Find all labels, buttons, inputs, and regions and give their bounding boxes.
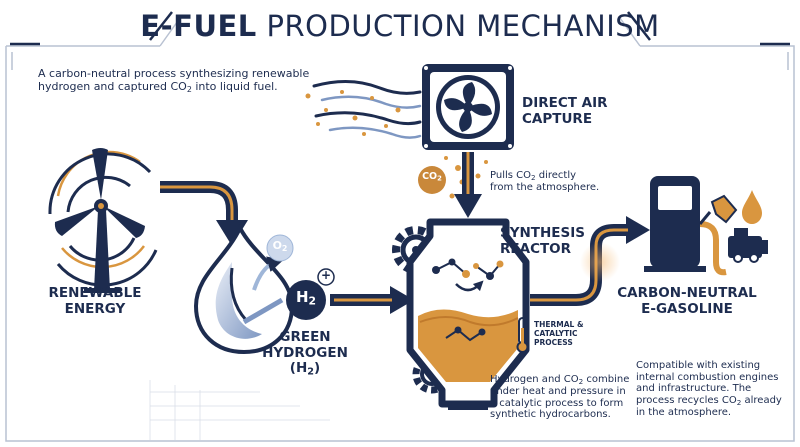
page-title: E-FUEL PRODUCTION MECHANISM: [0, 9, 800, 43]
green-hydrogen-label: GREEN HYDROGEN (H2): [262, 329, 348, 378]
oil-drop-icon: [742, 190, 762, 224]
grid-decoration: [149, 380, 330, 440]
co2-badge: CO2: [422, 171, 442, 183]
engine-icon: [728, 228, 768, 263]
hydrogen-formula: H2: [295, 288, 317, 308]
synthesis-reactor-label: SYNTHESIS REACTOR: [500, 225, 585, 257]
intro-line-2: hydrogen and captured CO2 into liquid fu…: [38, 79, 278, 94]
oxygen-formula: O2: [272, 239, 288, 253]
thermal-catalytic-label: THERMAL & CATALYTIC PROCESS: [534, 320, 584, 347]
wind-turbine-icon: [48, 148, 158, 293]
arrow-dac-to-reactor: [454, 152, 482, 218]
frame: [5, 17, 795, 442]
renewable-energy-label: RENEWABLE ENERGY: [48, 285, 142, 317]
co2-particles: [418, 156, 488, 200]
water-drop-icon: [193, 223, 295, 355]
title-rest: PRODUCTION MECHANISM: [266, 9, 660, 43]
frame-corner-marks: [10, 11, 790, 46]
direct-air-capture-label: DIRECT AIR CAPTURE: [522, 95, 608, 127]
e-gasoline-note: Compatible with existing internal combus…: [636, 360, 782, 418]
title-bold: E-FUEL: [140, 9, 257, 43]
hydrogen-molecule-icon: [286, 268, 335, 320]
arrow-reactor-to-fuel: [530, 216, 650, 306]
e-gasoline-label: CARBON-NEUTRAL E-GASOLINE: [617, 285, 757, 317]
intro-line-1: A carbon-neutral process synthesizing re…: [38, 67, 310, 80]
dac-note: Pulls CO2 directly from the atmosphere.: [490, 170, 600, 194]
air-flow-icon: [305, 79, 422, 139]
reactor-icon: [406, 218, 530, 410]
oxygen-bubble: [266, 234, 294, 262]
fuel-pump-icon: [644, 176, 738, 276]
plus-sign: +: [320, 268, 332, 282]
intro-text: A carbon-neutral process synthesizing re…: [38, 67, 310, 94]
arrow-hydrogen-to-reactor: [330, 286, 414, 314]
fan-icon: [422, 64, 514, 150]
reactor-note: Hydrogen and CO2 combine under heat and …: [490, 374, 630, 421]
thermometer-icon: [516, 317, 529, 353]
